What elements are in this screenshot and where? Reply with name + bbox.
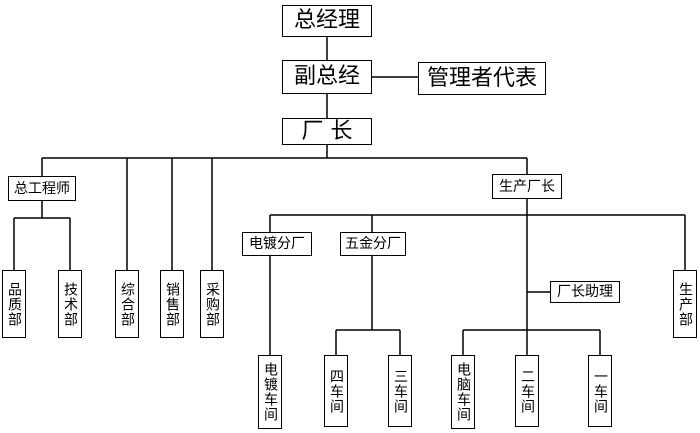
node-electroplating-workshop: 电镀车间 <box>258 355 282 429</box>
node-deputy-general-manager: 副总经 <box>282 60 372 94</box>
node-general-affairs-dept: 综合部 <box>115 270 139 338</box>
node-chief-engineer: 总工程师 <box>8 176 76 201</box>
node-purchasing-dept: 采购部 <box>200 270 224 338</box>
node-hardware-branch: 五金分厂 <box>340 232 406 256</box>
node-workshop-two: 二车间 <box>515 355 539 427</box>
node-production-dept: 生产部 <box>673 270 697 338</box>
node-workshop-three: 三车间 <box>388 355 412 427</box>
node-workshop-four: 四车间 <box>324 355 348 427</box>
node-general-manager: 总经理 <box>282 5 372 37</box>
node-factory-director: 厂 长 <box>282 118 372 145</box>
node-quality-dept: 品质部 <box>2 270 26 338</box>
node-electroplating-branch: 电镀分厂 <box>242 232 312 256</box>
node-sales-dept: 销售部 <box>160 270 184 338</box>
node-technical-dept: 技术部 <box>58 270 82 338</box>
node-computer-workshop: 电脑车间 <box>451 355 475 429</box>
node-production-director: 生产厂长 <box>492 174 562 199</box>
node-management-representative: 管理者代表 <box>418 62 546 95</box>
node-assistant-director: 厂长助理 <box>550 281 620 303</box>
node-workshop-one: 一车间 <box>588 355 612 427</box>
